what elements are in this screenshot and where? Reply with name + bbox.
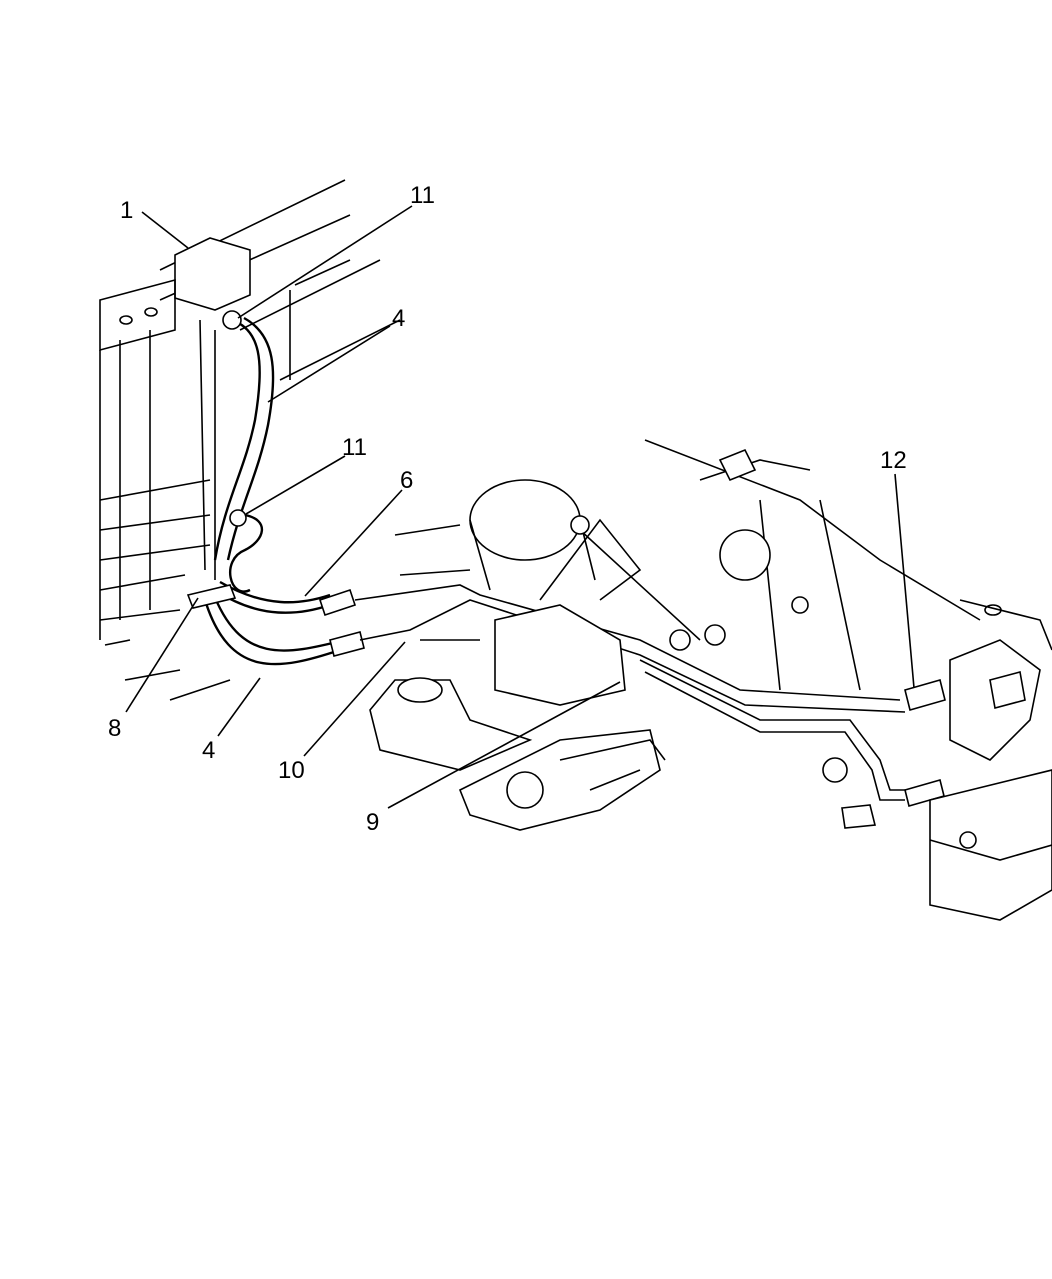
callout-11-middle: 11: [342, 434, 367, 461]
cooler-hoses: [186, 310, 946, 807]
callout-11-top: 11: [410, 182, 435, 209]
callout-4-top: 4: [392, 305, 405, 332]
callout-8: 8: [108, 715, 121, 742]
callout-10: 10: [278, 757, 305, 784]
callout-12: 12: [880, 447, 907, 474]
crossmember: [369, 677, 877, 831]
engine-block: [394, 439, 981, 706]
callout-9: 9: [366, 809, 379, 836]
callout-4-bottom: 4: [202, 737, 215, 764]
leader-lines: [125, 205, 915, 809]
callout-1: 1: [120, 197, 133, 224]
transmission: [929, 599, 1052, 921]
callout-6: 6: [400, 467, 413, 494]
radiator-assembly: [99, 179, 401, 701]
